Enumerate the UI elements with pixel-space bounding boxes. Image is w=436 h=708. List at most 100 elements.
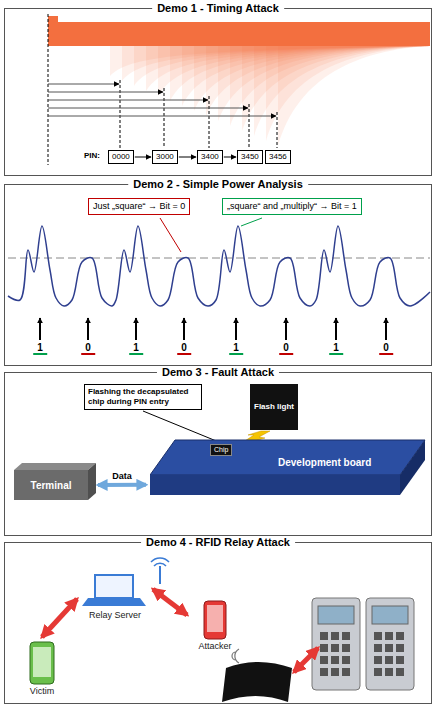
end-markers [120, 80, 277, 148]
key [374, 668, 382, 676]
relay-arrow [294, 648, 318, 672]
node-label: Development board [278, 457, 371, 468]
demo-panel: Demo 4 - RFID Relay AttackRelay ServerVi… [4, 542, 432, 704]
bit-arrow [39, 318, 41, 340]
connector [143, 411, 221, 443]
node-label: Relay Server [80, 610, 150, 621]
bit-value: 1 [329, 342, 343, 355]
callout-box: „square“ and „multiply“ → Bit = 1 [222, 198, 362, 215]
victim-phone [30, 642, 54, 684]
key [396, 656, 404, 664]
payment-terminal [312, 598, 360, 690]
connector [42, 599, 77, 637]
node-label: 3000 [156, 152, 174, 162]
node-label: Just „square“ → Bit = 0 [93, 201, 185, 212]
node-label: 0000 [112, 152, 130, 162]
panel-title: Demo 4 - RFID Relay Attack [141, 536, 295, 549]
key [385, 668, 393, 676]
terminal-box: Terminal [14, 470, 88, 500]
bit-value: 1 [129, 342, 143, 355]
flash-light: Flash light [250, 384, 298, 430]
pin-box: 0000 [108, 150, 134, 164]
node-label: 3400 [201, 152, 219, 162]
key [342, 632, 350, 640]
phone-screen [33, 647, 51, 677]
bit-value: 0 [177, 342, 191, 355]
payment-terminal [366, 598, 414, 690]
terminal-screen [372, 606, 408, 624]
laptop-base [82, 598, 146, 606]
key [374, 644, 382, 652]
laptop-screen [95, 575, 133, 598]
key [374, 632, 382, 640]
key [320, 656, 328, 664]
key [331, 632, 339, 640]
nfc-waves [232, 649, 239, 663]
key [385, 644, 393, 652]
node-label: 3450 [241, 152, 259, 162]
demo-panel: Demo 2 - Simple Power AnalysisJust „squa… [4, 184, 432, 366]
development-board: Development board Chip [150, 438, 428, 498]
attacker-phone [204, 601, 226, 639]
device-icon: Attacker [190, 599, 240, 652]
key [331, 656, 339, 664]
pin-box: 3400 [197, 150, 223, 164]
bit-arrow [285, 318, 287, 340]
timing-trace [278, 46, 430, 146]
node-label: Flash light [254, 402, 294, 412]
phone-screen [207, 605, 223, 632]
bit-value: 0 [81, 342, 95, 355]
pin-box: 3456 [265, 150, 291, 164]
demo-panel: Demo 3 - Fault AttackFlashing the decaps… [4, 372, 432, 536]
pin-label: PIN: [84, 151, 100, 160]
device-icon: Victim [16, 640, 68, 697]
node-label: Terminal [31, 480, 72, 491]
bit-value: 0 [379, 342, 393, 355]
connector [153, 589, 187, 615]
terminal-top [14, 463, 96, 470]
node-label: Flashing the decapsulated chip during PI… [88, 387, 198, 407]
key [331, 644, 339, 652]
connector [135, 157, 151, 158]
connector [224, 157, 236, 158]
bit-arrow [385, 318, 387, 340]
board-shape [150, 438, 428, 498]
node-label: „square“ and „multiply“ → Bit = 1 [227, 201, 357, 212]
bit-value: 1 [33, 342, 47, 355]
leader-line [160, 218, 181, 252]
node-label: Victim [16, 686, 68, 697]
key [320, 668, 328, 676]
start-marker [48, 14, 49, 165]
panel-title: Demo 1 - Timing Attack [152, 2, 284, 15]
key [331, 668, 339, 676]
panel-title: Demo 3 - Fault Attack [157, 366, 279, 379]
power-band [52, 22, 430, 46]
terminal-screen [318, 606, 354, 624]
key [320, 632, 328, 640]
demo-panel: Demo 1 - Timing Attack000030003400345034… [4, 8, 432, 176]
connector [98, 483, 146, 487]
rfid-card [222, 662, 292, 702]
bit-arrow [87, 318, 89, 340]
node-label: Chip [214, 446, 228, 454]
bit-value: 1 [229, 342, 243, 355]
bit-value: 0 [279, 342, 293, 355]
panel-title: Demo 2 - Simple Power Analysis [128, 178, 308, 191]
key [396, 644, 404, 652]
key [342, 644, 350, 652]
note-box: Flashing the decapsulated chip during PI… [84, 384, 202, 410]
bit-arrow [135, 318, 137, 340]
key [396, 668, 404, 676]
node-label: 3456 [269, 152, 287, 162]
bit-arrow [335, 318, 337, 340]
bit-arrows [40, 318, 386, 340]
key [385, 632, 393, 640]
connector [179, 157, 196, 158]
device-icon: Relay Server [80, 572, 150, 621]
threshold-line [8, 258, 430, 259]
key [396, 632, 404, 640]
antenna [159, 566, 161, 584]
